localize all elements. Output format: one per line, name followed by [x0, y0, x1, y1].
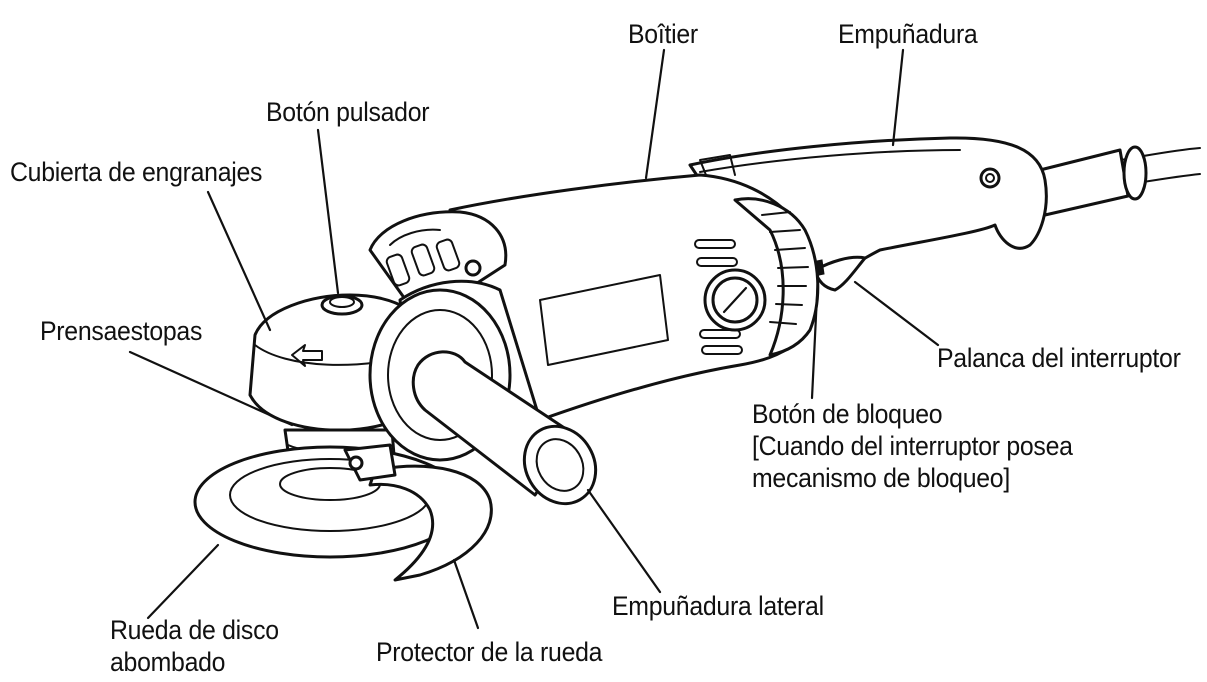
label-prensaestopas: Prensaestopas: [40, 315, 202, 347]
label-boton-bloqueo-1: Botón de bloqueo: [752, 398, 942, 430]
label-boton-bloqueo-3: mecanismo de bloqueo]: [752, 462, 1010, 494]
leader-palanca: [855, 282, 938, 345]
label-empunadura: Empuñadura: [838, 18, 977, 50]
label-rueda-2: abombado: [110, 646, 225, 678]
power-cord: [1040, 147, 1200, 215]
switch-lever: [812, 257, 865, 290]
leader-boton-pulsador: [318, 130, 338, 293]
label-palanca: Palanca del interruptor: [937, 342, 1181, 374]
label-cubierta: Cubierta de engranajes: [10, 156, 262, 188]
label-boton-bloqueo-2: [Cuando del interruptor posea: [752, 430, 1073, 462]
leader-empunadura: [893, 50, 903, 145]
label-protector: Protector de la rueda: [376, 636, 602, 668]
leader-protector: [454, 560, 478, 628]
leader-empunadura-lateral: [588, 490, 660, 592]
leader-boitier: [646, 50, 664, 178]
leader-rueda: [148, 545, 218, 618]
leader-cubierta: [208, 192, 270, 330]
label-empunadura-lateral: Empuñadura lateral: [612, 590, 824, 622]
label-boton-pulsador: Botón pulsador: [266, 96, 429, 128]
label-rueda-1: Rueda de disco: [110, 614, 279, 646]
label-boitier: Boîtier: [628, 18, 698, 50]
